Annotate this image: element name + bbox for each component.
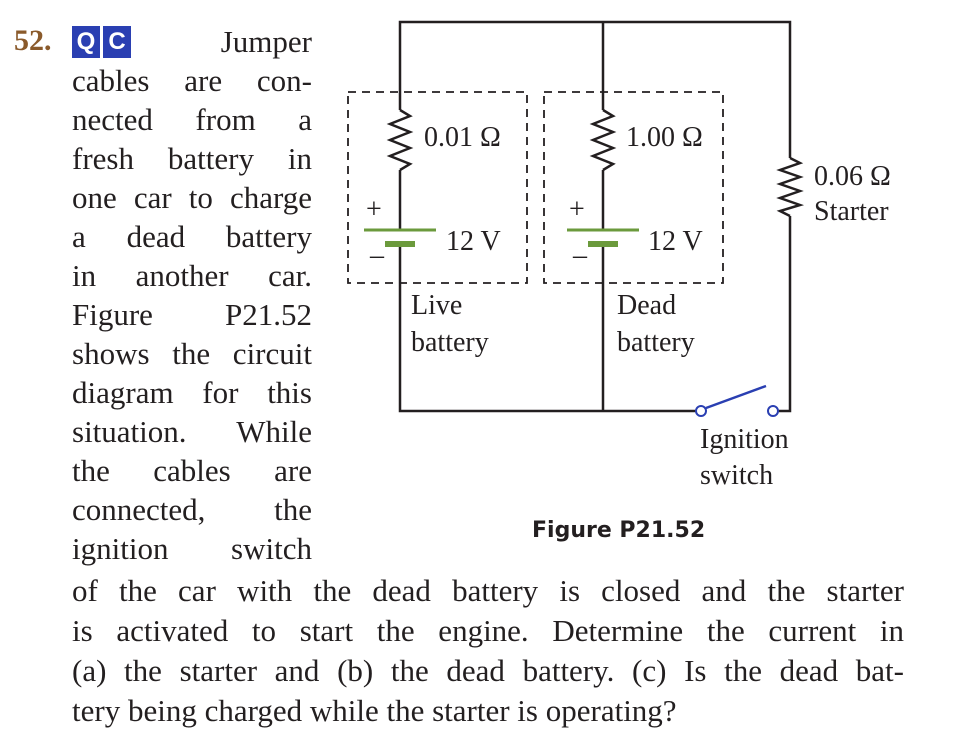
text-line: a dead battery: [72, 219, 312, 254]
live-emf-label: 12 V: [446, 226, 501, 257]
dead-battery-box: [543, 91, 724, 284]
dead-emf-label: 12 V: [648, 226, 703, 257]
dead-battery-label: Dead: [617, 290, 676, 321]
dead-resistor-label: 1.00 Ω: [626, 122, 703, 153]
text-line: shows the circuit: [72, 336, 312, 371]
badge-c: C: [103, 26, 131, 58]
starter-resistor: [776, 156, 805, 218]
text-line: of the car with the dead battery is clos…: [72, 573, 904, 608]
text-line: Figure P21.52: [72, 297, 312, 332]
starter-label: Starter: [814, 196, 889, 227]
dead-battery-symbol: [567, 228, 639, 247]
badge-q: Q: [72, 26, 100, 58]
dead-battery-label: battery: [617, 327, 695, 358]
live-battery-label: battery: [411, 327, 489, 358]
text-line: the cables are: [72, 453, 312, 488]
dead-plus-sign: +: [569, 194, 585, 225]
ignition-switch: [695, 384, 779, 417]
dead-resistor: [589, 108, 617, 172]
text-line: fresh battery in: [72, 141, 312, 176]
text-line: situation. While: [72, 414, 312, 449]
text-line: (a) the starter and (b) the dead battery…: [72, 653, 904, 688]
text-line: is activated to start the engine. Determ…: [72, 613, 904, 648]
live-battery-box: [347, 91, 528, 284]
live-battery-symbol: [364, 228, 436, 247]
live-resistor: [386, 108, 414, 172]
live-resistor-label: 0.01 Ω: [424, 122, 501, 153]
live-minus-sign: –: [369, 240, 385, 271]
text-line: tery being charged while the starter is …: [72, 693, 677, 728]
text-line: Jumper: [220, 24, 312, 59]
ignition-switch-label: Ignition: [700, 424, 789, 455]
ignition-switch-label: switch: [700, 460, 773, 491]
starter-resistor-label: 0.06 Ω: [814, 161, 891, 192]
figure-caption: Figure P21.52: [532, 518, 706, 543]
dead-minus-sign: –: [572, 240, 588, 271]
text-line: ignition switch: [72, 531, 312, 566]
text-line: one car to charge: [72, 180, 312, 215]
live-battery-label: Live: [411, 290, 462, 321]
text-line: nected from a: [72, 102, 312, 137]
badges: Q C: [72, 26, 131, 58]
text-line: cables are con-: [72, 63, 312, 98]
text-line: in another car.: [72, 258, 312, 293]
problem-number: 52.: [14, 24, 52, 57]
text-line: connected, the: [72, 492, 312, 527]
live-plus-sign: +: [366, 194, 382, 225]
text-line: diagram for this: [72, 375, 312, 410]
